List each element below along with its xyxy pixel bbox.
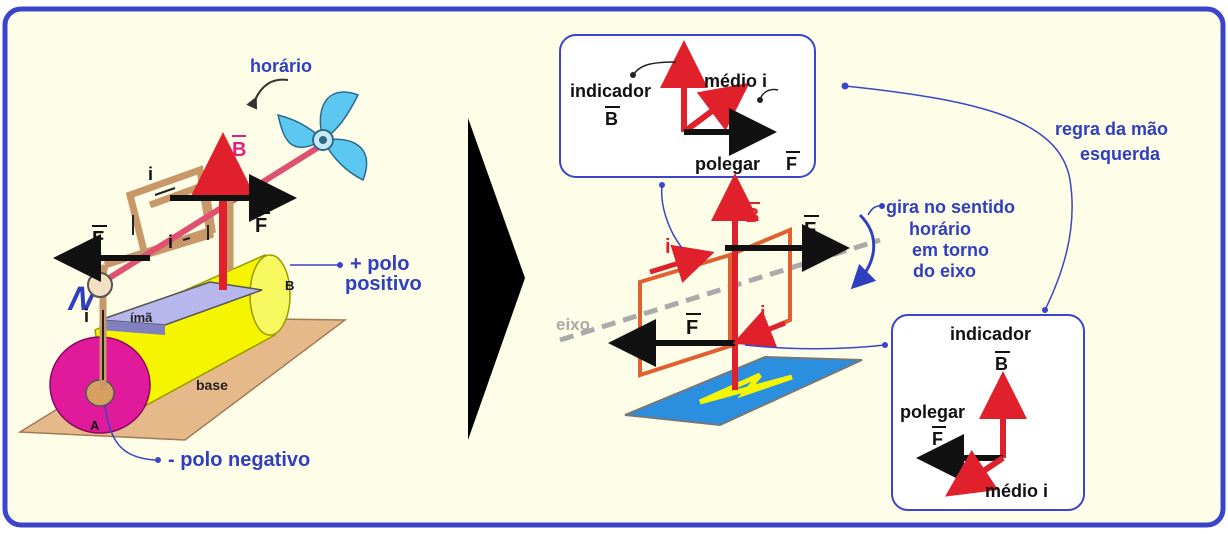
center-force-label-left: F	[686, 317, 698, 339]
bottom-index-label: indicador	[950, 324, 1031, 344]
bottom-hand-rule-box: indicador B polegar F médio i	[891, 314, 1085, 511]
pole-b-label: B	[285, 278, 294, 293]
pole-a-label: A	[90, 418, 100, 433]
top-middle-arrow	[682, 82, 750, 135]
rule-caption-2: esquerda	[1080, 144, 1161, 164]
rotation-text-3: em torno	[912, 240, 989, 260]
axle	[88, 137, 332, 293]
magnet-label: ímã	[130, 310, 153, 325]
bottom-thumb-label: polegar	[900, 402, 965, 422]
center-coil-diagram: eixo B F F i i gira no sentido horário e…	[556, 173, 1015, 427]
axis-label: eixo	[556, 315, 590, 334]
rule-caption-1: regra da mão	[1055, 119, 1168, 139]
positive-pole-label-1: + polo	[350, 253, 409, 275]
positive-pole-label-2: positivo	[345, 273, 422, 295]
bottom-middle-label: médio i	[985, 481, 1048, 501]
top-middle-label: médio i	[704, 71, 767, 91]
left-current-label-1: i	[148, 164, 153, 184]
top-index-label: indicador	[570, 81, 651, 101]
center-current-label-bottom: i	[760, 303, 766, 325]
negative-pole-label: - polo negativo	[168, 449, 310, 471]
left-current-label-3: i	[84, 306, 89, 326]
curved-rotation-arrow-icon	[850, 213, 877, 290]
center-current-arrow-top	[649, 244, 715, 283]
center-current-arrow-bottom	[732, 310, 786, 348]
left-force-label-left: F	[92, 228, 104, 250]
top-hand-rule-box: indicador B médio i polegar F	[559, 34, 816, 178]
left-rotation-label: horário	[250, 56, 312, 76]
left-field-label: B	[232, 139, 246, 161]
arrow-separator-icon	[468, 118, 525, 440]
rotation-text-4: do eixo	[913, 261, 976, 281]
fan-rotation-arrow-icon	[246, 78, 289, 110]
rotation-text-2: horário	[909, 219, 971, 239]
top-index-vector: B	[605, 109, 618, 129]
base-label: base	[196, 377, 228, 393]
top-thumb-vector: F	[786, 154, 797, 174]
left-motor-diagram: N ímã horário	[17, 56, 422, 471]
center-field-label: B	[745, 205, 759, 227]
center-force-label-right: F	[804, 219, 816, 241]
rotation-text-1: gira no sentido	[886, 197, 1015, 217]
rule-caption: regra da mão esquerda	[841, 82, 1168, 313]
bottom-middle-arrow	[945, 450, 1005, 497]
magnet-end-b	[249, 254, 291, 336]
left-current-label-2: i	[168, 232, 173, 252]
fan-icon	[276, 91, 368, 182]
left-force-label-right: F	[255, 215, 267, 237]
center-current-label-top: i	[665, 236, 671, 258]
bottom-thumb-vector: F	[932, 429, 943, 449]
top-thumb-label: polegar	[695, 154, 760, 174]
bottom-index-vector: B	[995, 354, 1008, 374]
